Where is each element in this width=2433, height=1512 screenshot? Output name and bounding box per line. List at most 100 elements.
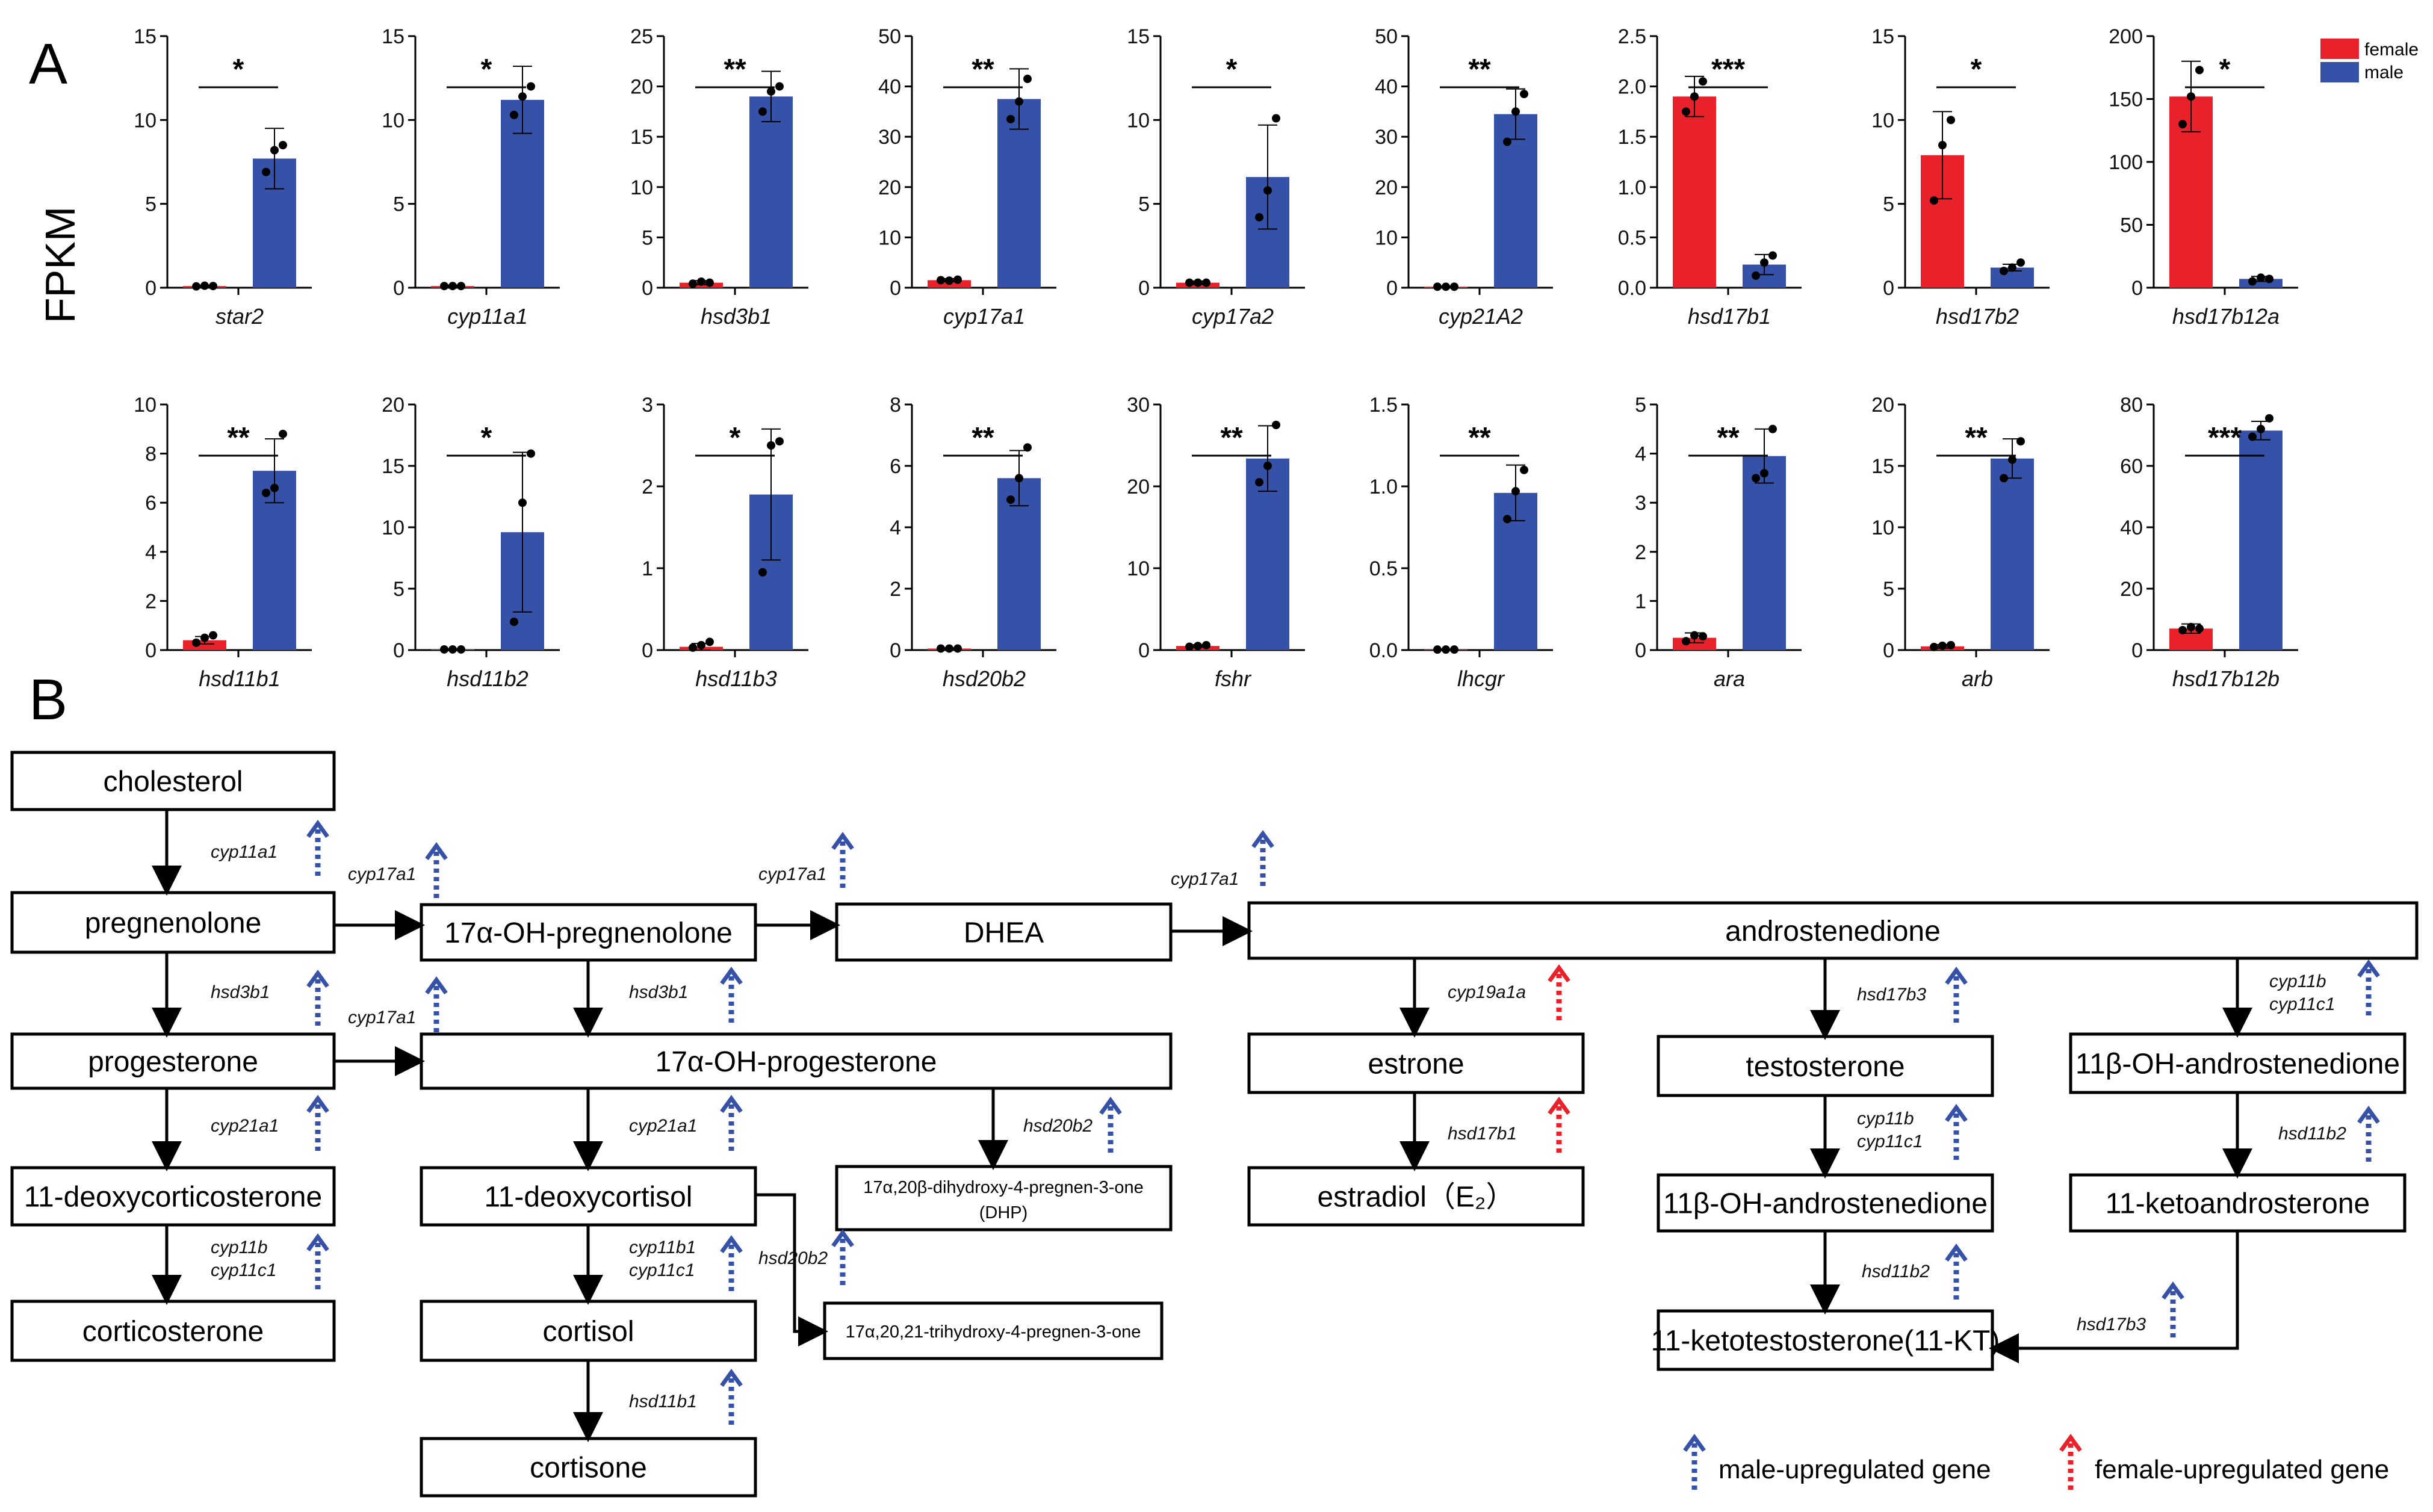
node-pregnenolone: pregnenolone	[10, 891, 336, 954]
data-point	[697, 277, 705, 286]
enzyme-label: hsd11b2	[2278, 1124, 2346, 1144]
node-label: 11-ketotestosterone(11-KT)	[1651, 1325, 2000, 1357]
data-point	[1760, 469, 1768, 478]
y-tick-label: 6	[145, 492, 157, 515]
significance-label: ***	[1711, 54, 1745, 85]
pathway-arrow	[755, 1193, 828, 1346]
significance-label: **	[1468, 422, 1491, 454]
data-point	[937, 276, 945, 285]
data-point	[457, 282, 465, 291]
y-tick-label: 20	[1127, 476, 1150, 498]
arrow-head	[1099, 1097, 1122, 1115]
y-tick-label: 15	[382, 455, 404, 478]
node-progesterone: progesterone	[10, 1032, 336, 1090]
significance-label: *	[481, 422, 492, 454]
y-tick-label: 20	[878, 176, 901, 199]
data-point	[2195, 624, 2204, 633]
node-label: estradiol（E₂）	[1317, 1182, 1514, 1213]
data-point	[1450, 645, 1458, 654]
node-label: estrone	[1368, 1049, 1464, 1080]
node-label: 17α-OH-progesterone	[656, 1046, 937, 1078]
male-upregulated-icon	[306, 820, 329, 876]
arrow-head	[831, 1229, 854, 1248]
data-point	[527, 82, 535, 91]
male-upregulated-icon	[1945, 1104, 1968, 1160]
y-tick-label: 0	[1883, 639, 1894, 662]
male-upregulated-icon	[2162, 1281, 2184, 1338]
arrow-head	[306, 1095, 329, 1114]
y-tick-label: 50	[878, 25, 901, 48]
node-box	[1247, 1166, 1585, 1227]
data-point	[1202, 640, 1210, 649]
arrow-head	[425, 976, 448, 995]
data-point	[518, 92, 527, 101]
data-point	[2265, 274, 2273, 284]
y-tick-label: 30	[1375, 126, 1398, 149]
bar-male	[1991, 458, 2034, 650]
male-upregulated-icon	[2357, 1106, 2380, 1162]
bar-male	[749, 96, 793, 288]
y-tick-label: 5	[1635, 394, 1646, 417]
node-box	[10, 1300, 336, 1362]
y-tick-label: 20	[1871, 394, 1894, 417]
y-tick-label: 0.0	[1618, 277, 1646, 300]
y-tick-label: 15	[134, 25, 157, 48]
y-tick-label: 5	[1883, 193, 1894, 216]
enzyme-label: cyp11c1	[629, 1260, 695, 1280]
y-tick-label: 15	[1871, 25, 1894, 48]
male-upregulated-icon	[425, 842, 448, 899]
y-tick-label: 20	[1375, 176, 1398, 199]
node-dhea: DHEA	[835, 902, 1173, 962]
y-tick-label: 4	[1635, 443, 1646, 466]
y-tick-label: 40	[2120, 516, 2143, 539]
enzyme-label: cyp11c1	[1857, 1132, 1923, 1151]
data-point	[1511, 487, 1520, 496]
male-upregulated-icon	[306, 970, 329, 1026]
legend-male: male	[2364, 63, 2404, 82]
y-tick-label: 2	[1635, 541, 1646, 564]
legend-male-upregulated: male-upregulated gene	[1719, 1455, 1991, 1484]
data-point	[209, 282, 217, 291]
y-tick-label: 0	[1138, 277, 1150, 300]
node-label: 17α,20,21-trihydroxy-4-pregnen-3-one	[846, 1322, 1141, 1342]
y-tick-label: 0.5	[1369, 557, 1398, 580]
data-point	[758, 107, 767, 116]
male-upregulated-icon	[306, 1095, 329, 1151]
gene-label: hsd17b1	[1688, 304, 1771, 329]
data-point	[1185, 642, 1194, 651]
gene-label: hsd11b2	[447, 666, 528, 691]
node-corticosterone: corticosterone	[10, 1300, 336, 1362]
legend-female: female	[2364, 40, 2419, 60]
node-box	[10, 891, 336, 954]
node-dhp: 17α,20β-dihydroxy-4-pregnen-3-one(DHP)	[835, 1165, 1173, 1232]
data-point	[689, 279, 697, 288]
arrow-head	[831, 832, 854, 850]
enzyme-label: cyp17a1	[1171, 869, 1239, 889]
arrow-head	[2357, 959, 2380, 978]
gene-label: fshr	[1215, 666, 1252, 691]
enzyme-label: hsd11b2	[1862, 1262, 1930, 1281]
arrow-head	[1945, 967, 1968, 985]
significance-label: **	[1220, 422, 1243, 454]
arrow-head	[2357, 1106, 2380, 1124]
arrow-head	[720, 1235, 743, 1254]
significance-label: *	[233, 54, 244, 85]
node-label: 17α-OH-pregnenolone	[444, 917, 733, 949]
significance-label: **	[1965, 422, 1988, 454]
data-point	[945, 644, 953, 653]
node-androstenedione: androstenedione	[1247, 901, 2419, 960]
data-point	[1938, 641, 1947, 650]
data-point	[2000, 474, 2008, 483]
y-tick-label: 4	[890, 516, 901, 539]
node-label: 11-ketoandrosterone	[2106, 1188, 2370, 1220]
data-point	[209, 631, 217, 640]
data-point	[1450, 282, 1458, 291]
arrow-head	[1548, 1097, 1570, 1115]
data-point	[279, 141, 287, 150]
gene-label: hsd17b2	[1936, 304, 2019, 329]
y-tick-label: 50	[2120, 214, 2143, 237]
